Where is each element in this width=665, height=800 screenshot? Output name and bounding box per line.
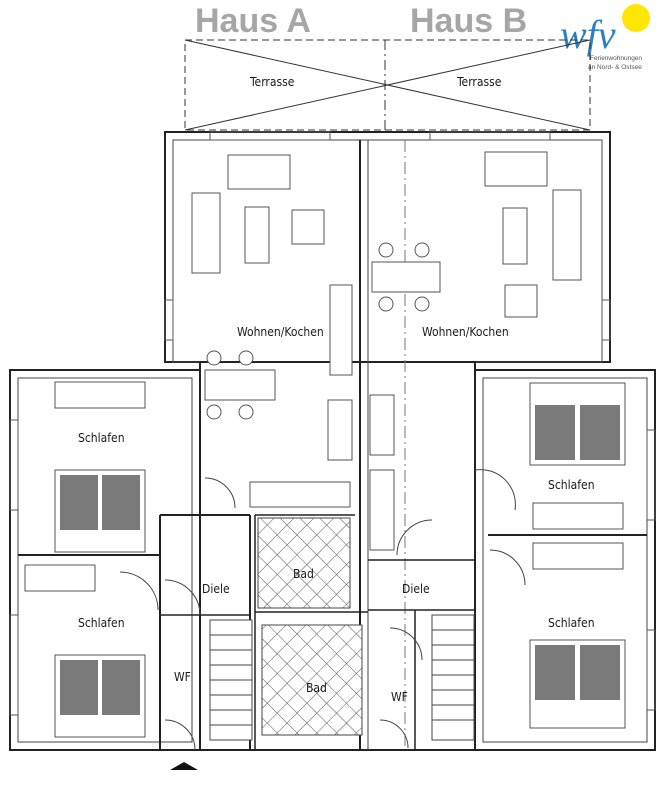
bed-a1-icon [54,381,146,553]
wohnen-a-label: Wohnen/Kochen [237,325,324,339]
house-a-title: Haus A [195,2,311,40]
wfv-logo: wfv Ferienwohnungen an Nord- & Ostsee [560,4,650,71]
door-swings [119,469,526,751]
stairs-b [431,614,475,741]
bath-b-tiles [261,624,363,736]
logo-sun-icon [622,4,650,32]
wc-b-label: WF [391,690,408,704]
schlafen-b2-label: Schlafen [548,616,595,630]
house-b-title: Haus B [410,2,527,40]
diele-b-label: Diele [402,582,430,596]
diele-a-label: Diele [202,582,230,596]
schlafen-a1-label: Schlafen [78,431,125,445]
logo-tagline-1: Ferienwohnungen [590,55,642,62]
wc-a-label: WF [174,670,191,684]
living-furniture-a [191,154,353,508]
bath-a-tiles [257,517,351,609]
terrasse-a-label: Terrasse [249,75,295,89]
bed-b1-icon [529,382,626,530]
schlafen-b1-label: Schlafen [548,478,595,492]
terrace [184,39,591,131]
living-furniture-b [369,151,582,551]
windows [9,131,656,716]
logo-wordmark: wfv [560,12,616,57]
terrasse-b-label: Terrasse [456,75,502,89]
bad-b-label: Bad [306,681,327,695]
bed-b2-icon [529,542,626,729]
bed-a2-icon [24,564,146,738]
stairs-a [209,619,253,741]
wohnen-b-label: Wohnen/Kochen [422,325,509,339]
entrance-arrow-icon [170,762,198,770]
schlafen-a2-label: Schlafen [78,616,125,630]
bad-a-label: Bad [293,567,314,581]
logo-tagline-2: an Nord- & Ostsee [588,64,642,71]
